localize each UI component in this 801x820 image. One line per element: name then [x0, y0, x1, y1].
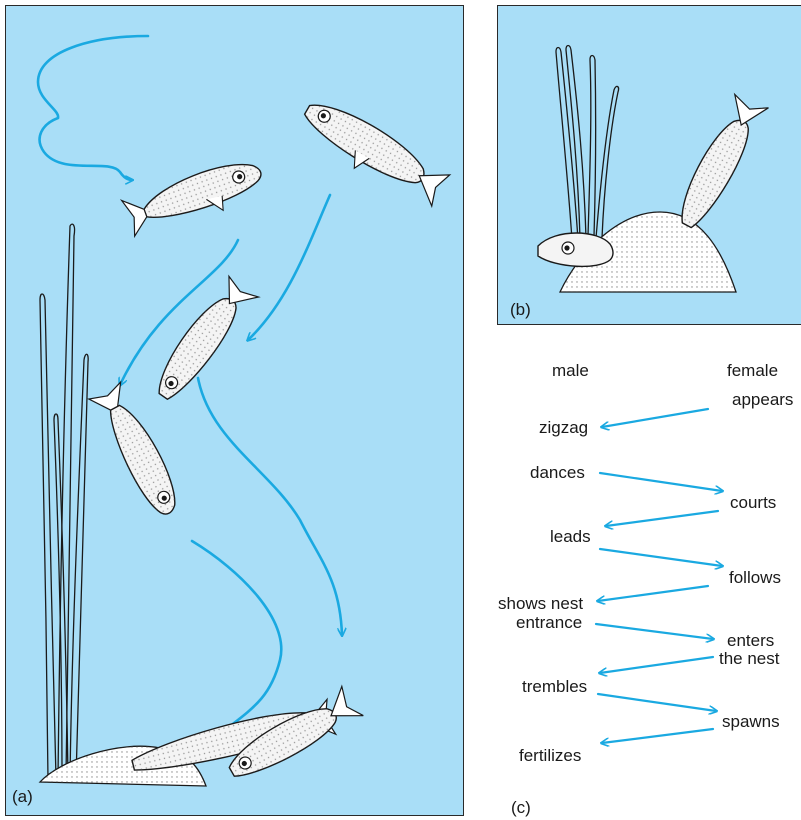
arrow-icon — [596, 624, 713, 639]
arrow-icon — [598, 694, 716, 711]
arrow-icon — [602, 729, 713, 743]
swim-path-arrow-5 — [192, 541, 281, 737]
male-step-dances: dances — [530, 463, 585, 483]
male-column-header: male — [552, 361, 589, 381]
stickleback-fish-icon — [538, 233, 613, 266]
swim-path-arrow-4 — [198, 378, 342, 635]
female-step-spawns: spawns — [722, 712, 780, 732]
stickleback-fish-icon — [122, 152, 269, 241]
female-step-enters: enters — [727, 631, 774, 651]
female-step-the-nest: the nest — [719, 649, 780, 669]
swim-path-arrow-3 — [248, 195, 330, 340]
arrow-icon — [600, 657, 713, 673]
water-weed-icon — [556, 46, 619, 241]
female-step-follows: follows — [729, 568, 781, 588]
arrow-icon — [606, 511, 718, 526]
male-step-trembles: trembles — [522, 677, 587, 697]
male-step-entrance: entrance — [516, 613, 582, 633]
stickleback-fish-icon — [294, 94, 452, 212]
stickleback-fish-icon — [149, 275, 258, 408]
water-weed-icon — [40, 224, 88, 780]
arrow-icon — [600, 473, 722, 491]
arrow-icon — [600, 549, 722, 566]
male-step-zigzag: zigzag — [539, 418, 588, 438]
arrow-icon — [598, 586, 708, 601]
male-step-shows-nest: shows nest — [498, 594, 583, 614]
female-column-header: female — [727, 361, 778, 381]
female-step-courts: courts — [730, 493, 776, 513]
stickleback-fish-icon — [89, 382, 186, 521]
panel-c-label: (c) — [511, 798, 531, 818]
stickleback-fish-icon — [670, 91, 768, 233]
arrow-icon — [602, 409, 708, 427]
swim-path-arrow-1 — [38, 36, 148, 180]
female-step-appears: appears — [732, 390, 793, 410]
male-step-leads: leads — [550, 527, 591, 547]
male-step-fertilizes: fertilizes — [519, 746, 581, 766]
